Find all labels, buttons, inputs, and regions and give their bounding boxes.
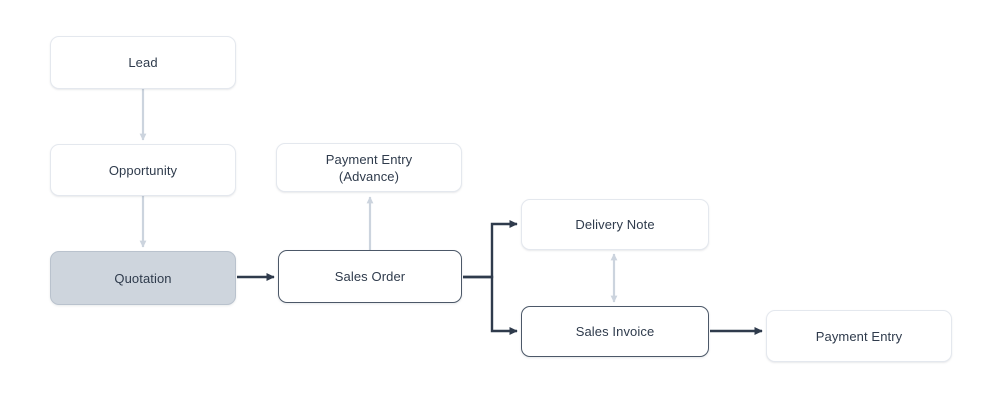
node-lead[interactable]: Lead <box>50 36 236 89</box>
node-sales-order[interactable]: Sales Order <box>278 250 462 303</box>
node-sales-invoice[interactable]: Sales Invoice <box>521 306 709 357</box>
node-payment-entry-advance[interactable]: Payment Entry (Advance) <box>276 143 462 192</box>
node-quotation[interactable]: Quotation <box>50 251 236 305</box>
edge-sales-order-to-sales-invoice <box>463 275 518 335</box>
node-payment-entry[interactable]: Payment Entry <box>766 310 952 362</box>
edge-sales-order-to-delivery-note <box>463 220 518 279</box>
node-opportunity[interactable]: Opportunity <box>50 144 236 196</box>
node-delivery-note[interactable]: Delivery Note <box>521 199 709 250</box>
